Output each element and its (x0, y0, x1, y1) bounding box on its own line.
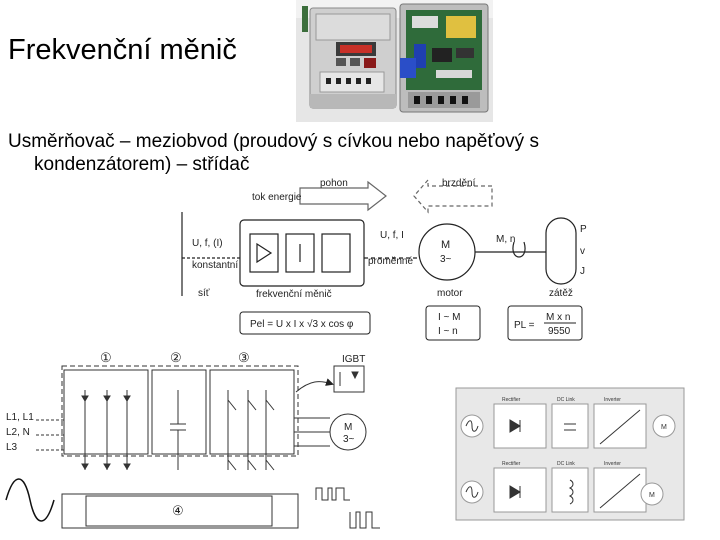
formula-in: I ~ n (438, 326, 458, 337)
formula-boxes (239, 305, 583, 341)
block-3-label: ③ (238, 350, 250, 365)
label-pohon: pohon (320, 178, 348, 189)
block-4-label: ④ (172, 503, 184, 518)
block-1-label: ① (100, 350, 112, 365)
row2-rectifier-label: Rectifier (502, 461, 521, 467)
label-konstantni: konstantní (192, 260, 238, 271)
label-zatez: zátěž (549, 288, 573, 299)
rectifier-inverter-panel (455, 387, 685, 521)
slide-title: Frekvenční měnič (8, 34, 237, 66)
circuit-motor-m: M (344, 422, 352, 433)
body-line-1: Usměrňovač – meziobvod (proudový s cívko… (8, 131, 539, 152)
label-frekvencni-menic: frekvenční měnič (256, 289, 332, 300)
label-motor: motor (437, 288, 463, 299)
load-v: v (580, 246, 585, 257)
formula-mxn: M x n (546, 312, 570, 323)
circuit-motor-3: 3~ (343, 434, 355, 445)
label-mn: M, n (496, 234, 515, 245)
row1-inverter-label: Inverter (604, 397, 621, 403)
load-j: J (580, 266, 585, 277)
input-l1-label: L1, L1 (6, 412, 34, 423)
label-sit: síť (198, 288, 210, 299)
block-2-label: ② (170, 350, 182, 365)
igbt-label: IGBT (342, 354, 365, 365)
label-tok-energie: tok energie (252, 192, 302, 203)
row2-dclink-label: DC Link (557, 461, 575, 467)
formula-pel: Pel = U x I x √3 x cos φ (250, 318, 354, 330)
body-line-2: kondenzátorem) – střídač (34, 154, 250, 175)
motor-m-label: M (441, 239, 450, 251)
input-l2-label: L2, N (6, 427, 30, 438)
row1-motor-label: M (661, 424, 667, 431)
top-block-diagram (181, 178, 577, 296)
formula-9550: 9550 (548, 326, 571, 337)
label-brzdeni: brzdění (442, 178, 476, 189)
label-promenne: proměnné (368, 256, 413, 267)
row1-rectifier-label: Rectifier (502, 397, 521, 403)
top-diagram-labels: pohon brzdění tok energie U, f, (I) kons… (192, 178, 587, 300)
load-p: P (580, 224, 587, 235)
label-ufi: U, f, (I) (192, 238, 223, 249)
formula-im: I ~ M (438, 312, 461, 323)
row1-dclink-label: DC Link (557, 397, 575, 403)
motor-3-label: 3~ (440, 254, 452, 265)
body-text: Usměrňovač – meziobvod (proudový s cívko… (8, 130, 608, 176)
formula-pl: PL = (514, 320, 535, 331)
label-ufi-out: U, f, I (380, 230, 404, 241)
row2-inverter-label: Inverter (604, 461, 621, 467)
row2-motor-label: M (649, 492, 655, 499)
converter-photo (296, 0, 493, 122)
input-l3-label: L3 (6, 442, 18, 453)
circuit-diagram (5, 365, 380, 529)
